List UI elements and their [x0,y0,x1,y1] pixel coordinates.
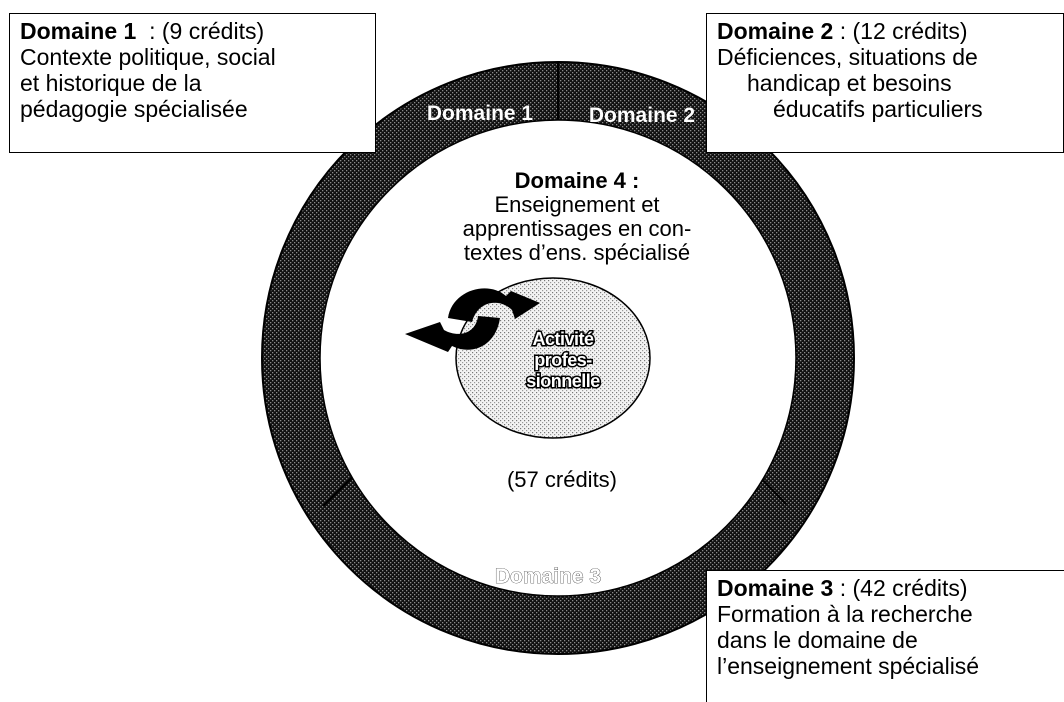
domaine3-box-credits: : (42 crédits) [833,575,968,601]
activity-circle [455,277,651,439]
center-title: Domaine 4 : [515,168,640,193]
domaine2-box: Domaine 2 : (12 crédits) Déficiences, si… [706,13,1064,153]
domaine1-box-credits: : (9 crédits) [136,18,265,44]
domaine2-box-line2: handicap et besoins [747,70,952,96]
domaine1-box-title: Domaine 1 [20,18,137,44]
domaine1-box-line2: et historique de la [20,70,202,96]
center-line-2: apprentissages en con- [463,216,692,241]
domaine3-box: Domaine 3 : (42 crédits) Formation à la … [706,570,1064,702]
domaine2-box-line1: Déficiences, situations de [717,44,978,70]
activity-label-1: Activité [532,329,594,349]
center-credits: (57 crédits) [507,467,617,492]
domaine3-box-line1: Formation à la recherche [717,601,973,627]
domaine2-box-title: Domaine 2 [717,18,834,44]
cycle-arrows-icon [405,288,540,352]
ring-label-domaine2: Domaine 2 [589,104,695,127]
activity-label-2: profes- [534,350,592,370]
domaine1-box: Domaine 1 : (9 crédits) Contexte politiq… [9,13,376,153]
center-line-1: Enseignement et [494,192,659,217]
domaine1-box-line3: pédagogie spécialisée [20,96,248,122]
ring-label-domaine3: Domaine 3 [495,565,601,588]
ring-label-domaine1: Domaine 1 [427,102,534,125]
activity-label-3: sionnelle [526,371,600,391]
domaine2-box-credits: : (12 crédits) [833,18,968,44]
domaine1-box-line1: Contexte politique, social [20,44,276,70]
domaine3-box-line2: dans le domaine de [717,627,918,653]
domaine3-box-title: Domaine 3 [717,575,834,601]
center-line-3: textes d’ens. spécialisé [464,240,690,265]
domaine3-box-line3: l’enseignement spécialisé [717,653,980,679]
domaine2-box-line3: éducatifs particuliers [773,96,983,122]
